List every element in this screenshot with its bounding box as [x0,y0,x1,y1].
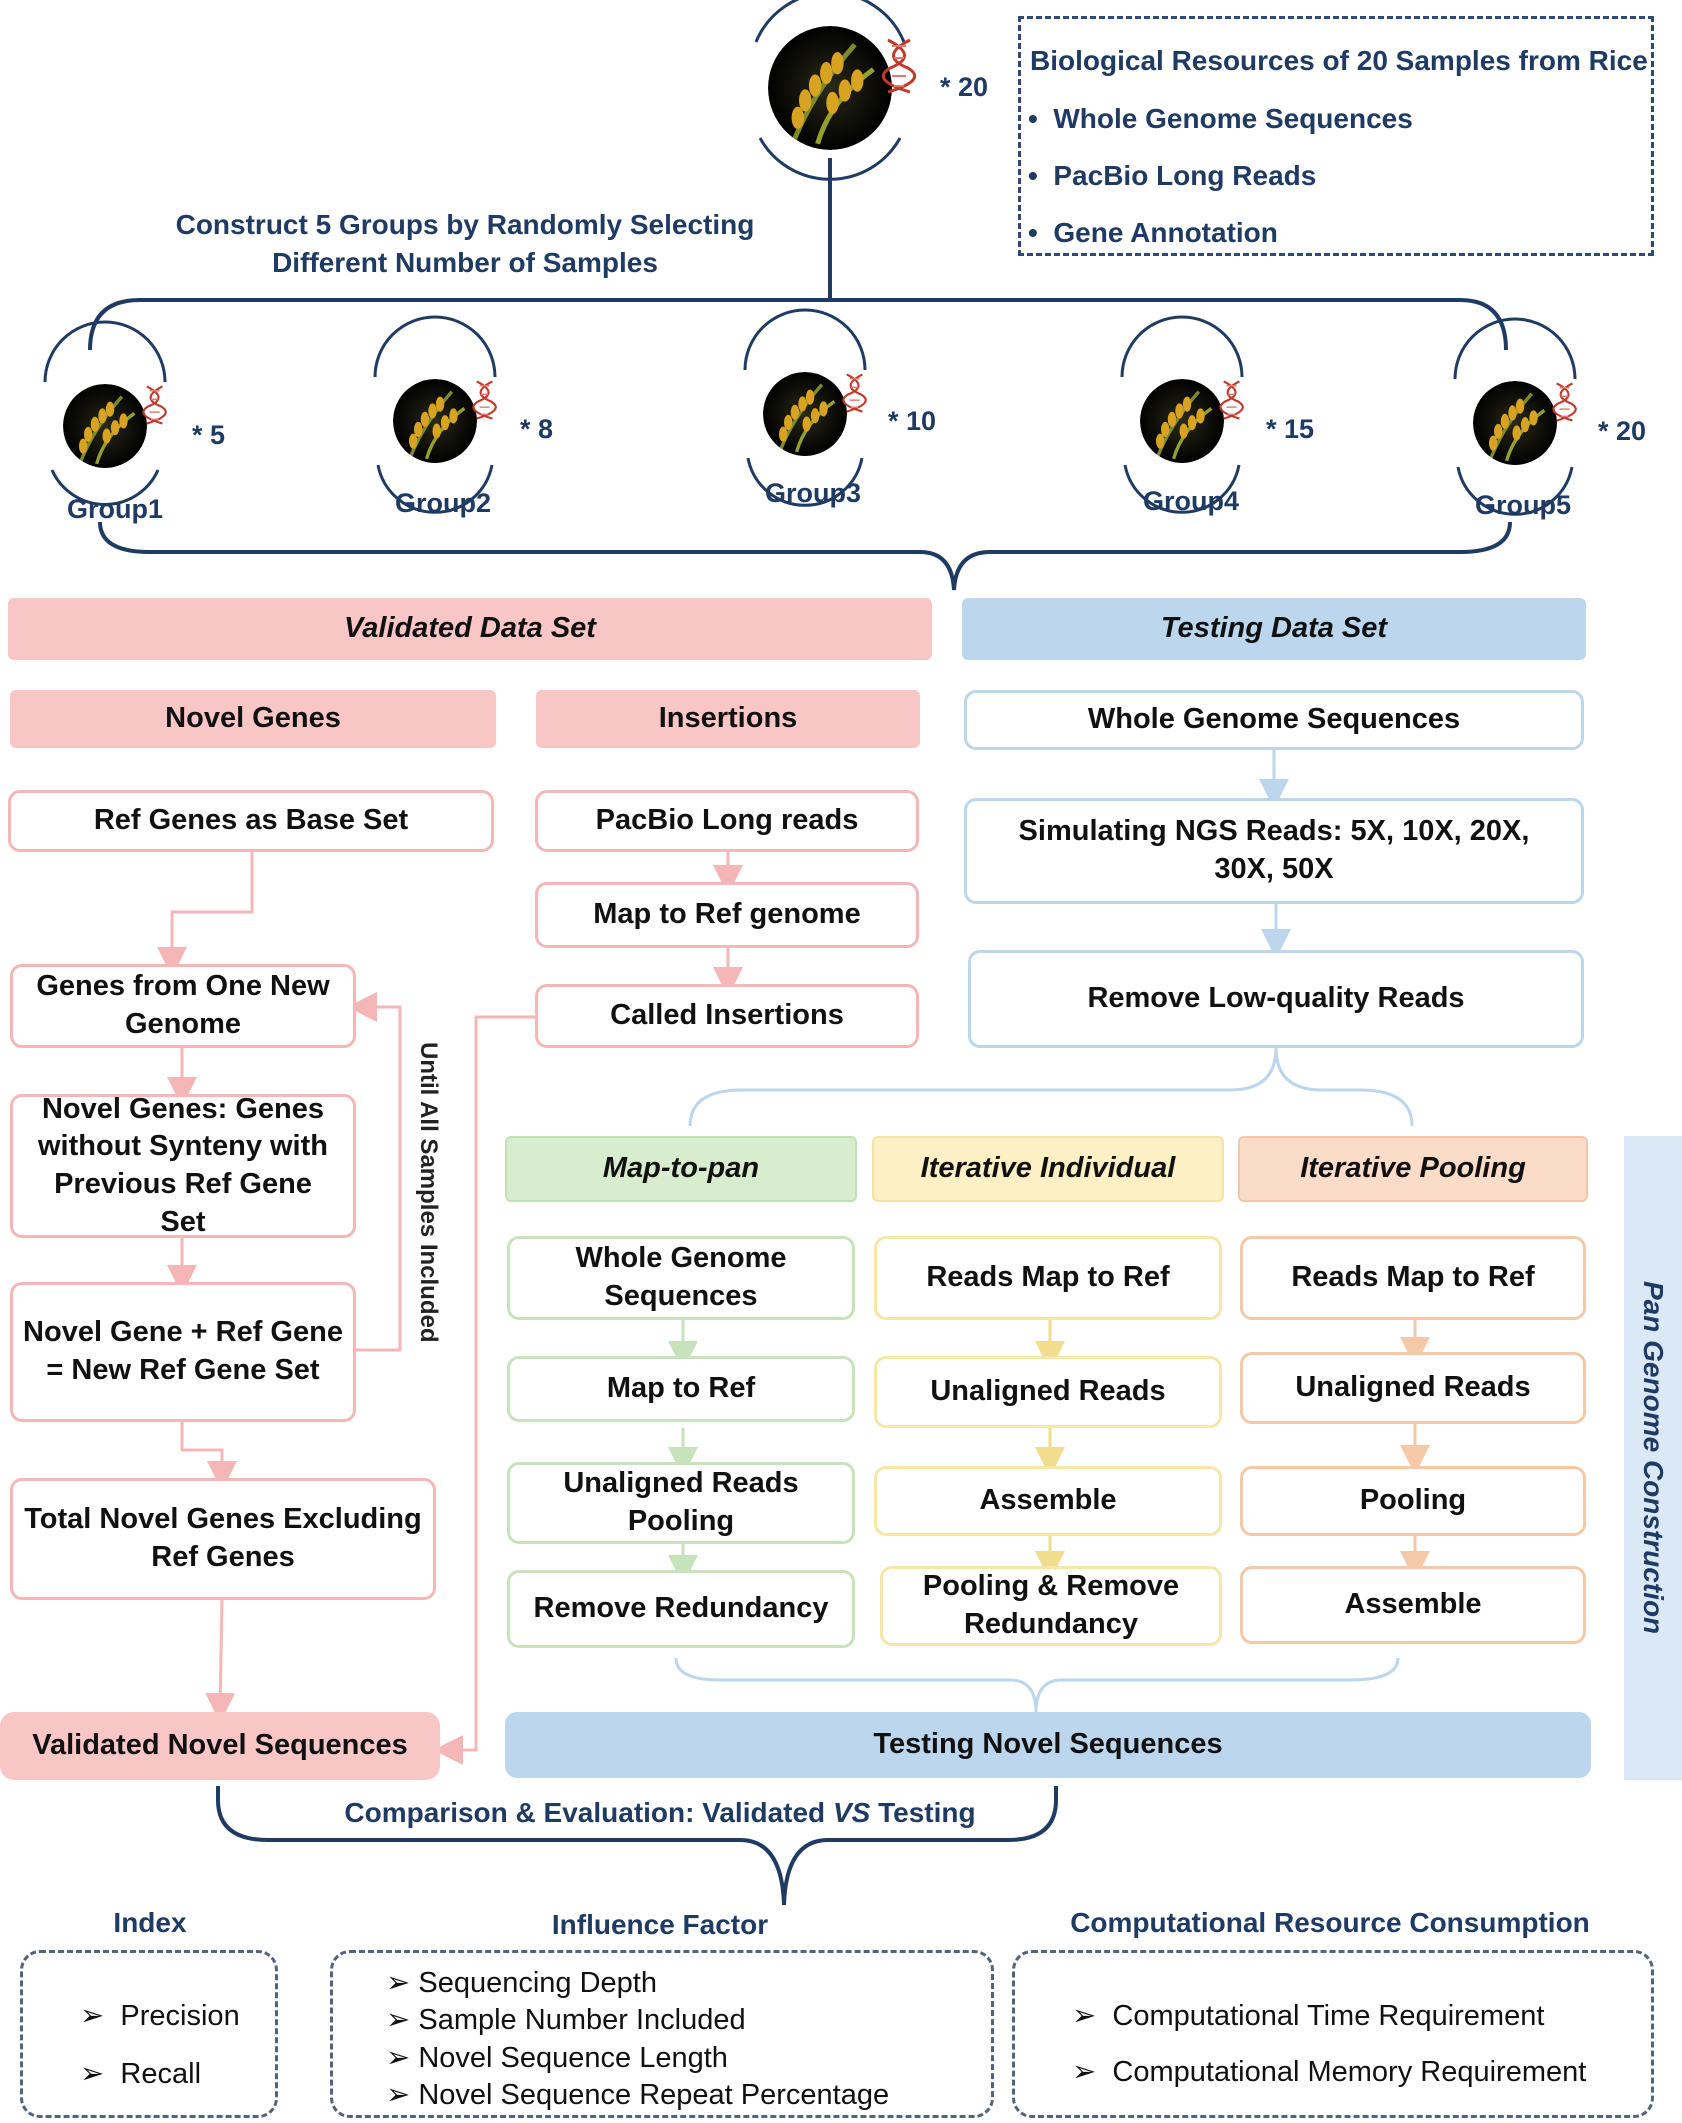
resources-item: • PacBio Long Reads [1028,160,1317,191]
influence-item: ➢ Novel Sequence Length [386,2042,728,2074]
resource-item: ➢ Computational Memory Requirement [1072,2056,1587,2088]
remove-low-quality-box: Remove Low-quality Reads [968,950,1584,1048]
group-count: * 20 [1598,416,1647,446]
resource-item: ➢ Computational Time Requirement [1072,2000,1545,2032]
resources-title: Biological Resources of 20 Samples from … [1030,45,1648,76]
map-ref-genome-box: Map to Ref genome [535,882,919,948]
rice-sample-image [768,26,892,150]
genes-new-genome-box: Genes from One New Genome [10,964,356,1048]
rice-icon [393,379,477,463]
testing-novel-sequences: Testing Novel Sequences [505,1712,1591,1778]
dna-icon [1219,380,1244,420]
validated-data-set-header: Validated Data Set [8,598,932,660]
influence-box [330,1950,994,2118]
method-step: Remove Redundancy [507,1570,855,1648]
dna-icon [842,373,867,413]
group-dna-icon [1551,379,1591,430]
resource-title: Computational Resource Consumption [1070,1907,1590,1938]
ref-genes-box: Ref Genes as Base Set [8,790,494,852]
novel-genes-header: Novel Genes [10,690,496,748]
insertions-header: Insertions [536,690,920,748]
method-step: Assemble [874,1466,1222,1536]
simulating-reads-box: Simulating NGS Reads: 5X, 10X, 20X, 30X,… [964,798,1584,904]
testing-wgs-box: Whole Genome Sequences [964,690,1584,750]
resources-item: • Gene Annotation [1028,217,1278,248]
method-header: Map-to-pan [505,1136,857,1202]
group-sample-image [393,379,477,463]
group-dna-icon [1218,377,1258,428]
group-count: * 15 [1266,414,1315,444]
sample-count: * 20 [940,72,989,102]
dna-icon [142,385,167,425]
group-label: Group3 [764,478,861,508]
pacbio-box: PacBio Long reads [535,790,919,852]
rice-icon [63,384,147,468]
group-sample-image [763,372,847,456]
method-step: Unaligned Reads Pooling [507,1462,855,1544]
total-novel-genes-box: Total Novel Genes Excluding Ref Genes [10,1478,436,1600]
influence-item: ➢ Sample Number Included [386,2004,746,2036]
index-item: ➢ Precision [80,2000,240,2032]
resources-item: • Whole Genome Sequences [1028,103,1413,134]
index-box [20,1950,278,2118]
influence-item: ➢ Sequencing Depth [386,1967,657,1999]
construct-groups-label: Construct 5 Groups by Randomly Selecting… [175,209,755,278]
group-label: Group2 [394,488,491,518]
pan-genome-construction-band: Pan Genome Construction [1624,1136,1682,1780]
group-dna-icon [471,377,511,428]
method-step: Assemble [1240,1566,1586,1644]
testing-data-set-header: Testing Data Set [962,598,1586,660]
loop-label: Until All Samples Included [415,1042,442,1343]
pan-genome-construction-label: Pan Genome Construction [1638,1281,1669,1635]
method-header: Iterative Pooling [1238,1136,1588,1202]
group-count: * 10 [888,406,937,436]
called-insertions-box: Called Insertions [535,984,919,1048]
group-sample-image [63,384,147,468]
index-item: ➢ Recall [80,2058,202,2090]
method-step: Map to Ref [507,1356,855,1422]
resource-box [1012,1950,1654,2118]
dna-icon [472,380,497,420]
dna-icon [881,38,917,94]
group-count: * 8 [520,414,554,444]
group-dna-icon [841,370,881,421]
group-sample-image [1140,379,1224,463]
group-label: Group5 [1474,490,1571,520]
novel-genes-definition-box: Novel Genes: Genes without Synteny with … [10,1093,356,1238]
new-ref-gene-set-box: Novel Gene + Ref Gene = New Ref Gene Set [10,1282,356,1422]
influence-title: Influence Factor [551,1909,769,1940]
dna-icon [1552,382,1577,422]
method-step: Unaligned Reads [1240,1352,1586,1424]
group-label: Group1 [66,494,163,524]
method-step: Pooling & Remove Redundancy [880,1566,1222,1646]
rice-icon [1140,379,1224,463]
index-title: Index [113,1907,187,1938]
group-sample-image [1473,381,1557,465]
rice-icon [763,372,847,456]
group-count: * 5 [192,420,226,450]
group-dna-icon [141,382,181,433]
method-step: Reads Map to Ref [874,1236,1222,1320]
method-header: Iterative Individual [872,1136,1224,1202]
method-step: Unaligned Reads [874,1356,1222,1428]
rice-icon [768,26,892,150]
method-step: Whole Genome Sequences [507,1236,855,1320]
comparison-label: Comparison & Evaluation: Validated VS Te… [344,1797,976,1828]
rice-icon [1473,381,1557,465]
method-step: Pooling [1240,1466,1586,1536]
biological-resources-box [1018,16,1654,256]
group-label: Group4 [1142,486,1239,516]
influence-item: ➢ Novel Sequence Repeat Percentage [386,2079,890,2111]
method-step: Reads Map to Ref [1240,1236,1586,1320]
validated-novel-sequences: Validated Novel Sequences [0,1712,440,1780]
